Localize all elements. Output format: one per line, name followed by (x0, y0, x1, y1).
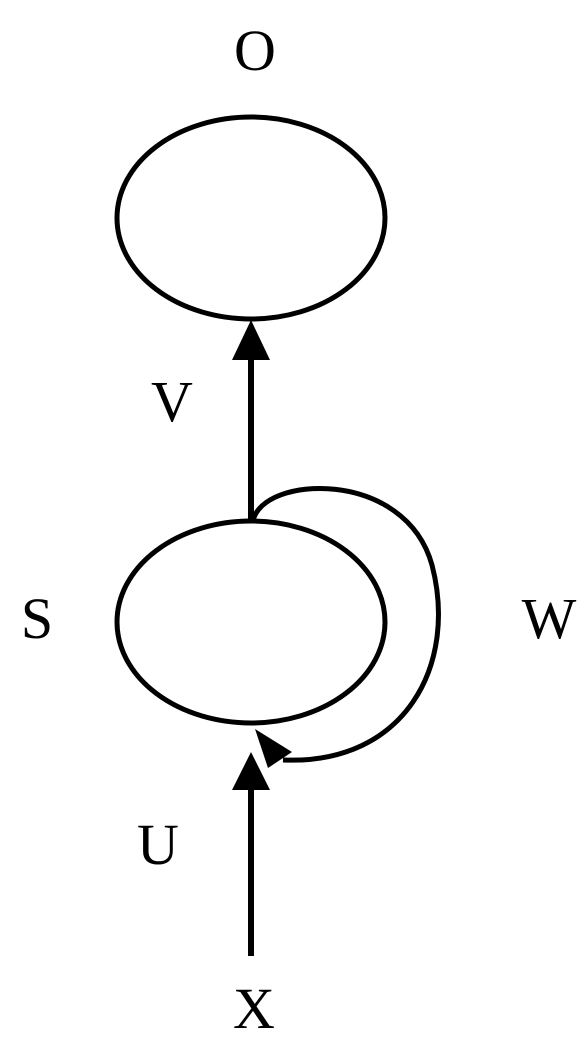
input-label: X (233, 976, 275, 1041)
output-node (114, 114, 388, 322)
w-edge-label: W (522, 586, 577, 651)
u-arrowhead (232, 752, 270, 790)
v-edge-label: V (151, 369, 193, 434)
state-label: S (21, 586, 53, 651)
u-edge-label: U (137, 812, 179, 877)
state-node (114, 518, 388, 726)
w-arrowhead (255, 729, 292, 768)
v-arrowhead (232, 320, 270, 360)
output-label: O (234, 18, 276, 83)
w-self-loop (250, 485, 441, 763)
